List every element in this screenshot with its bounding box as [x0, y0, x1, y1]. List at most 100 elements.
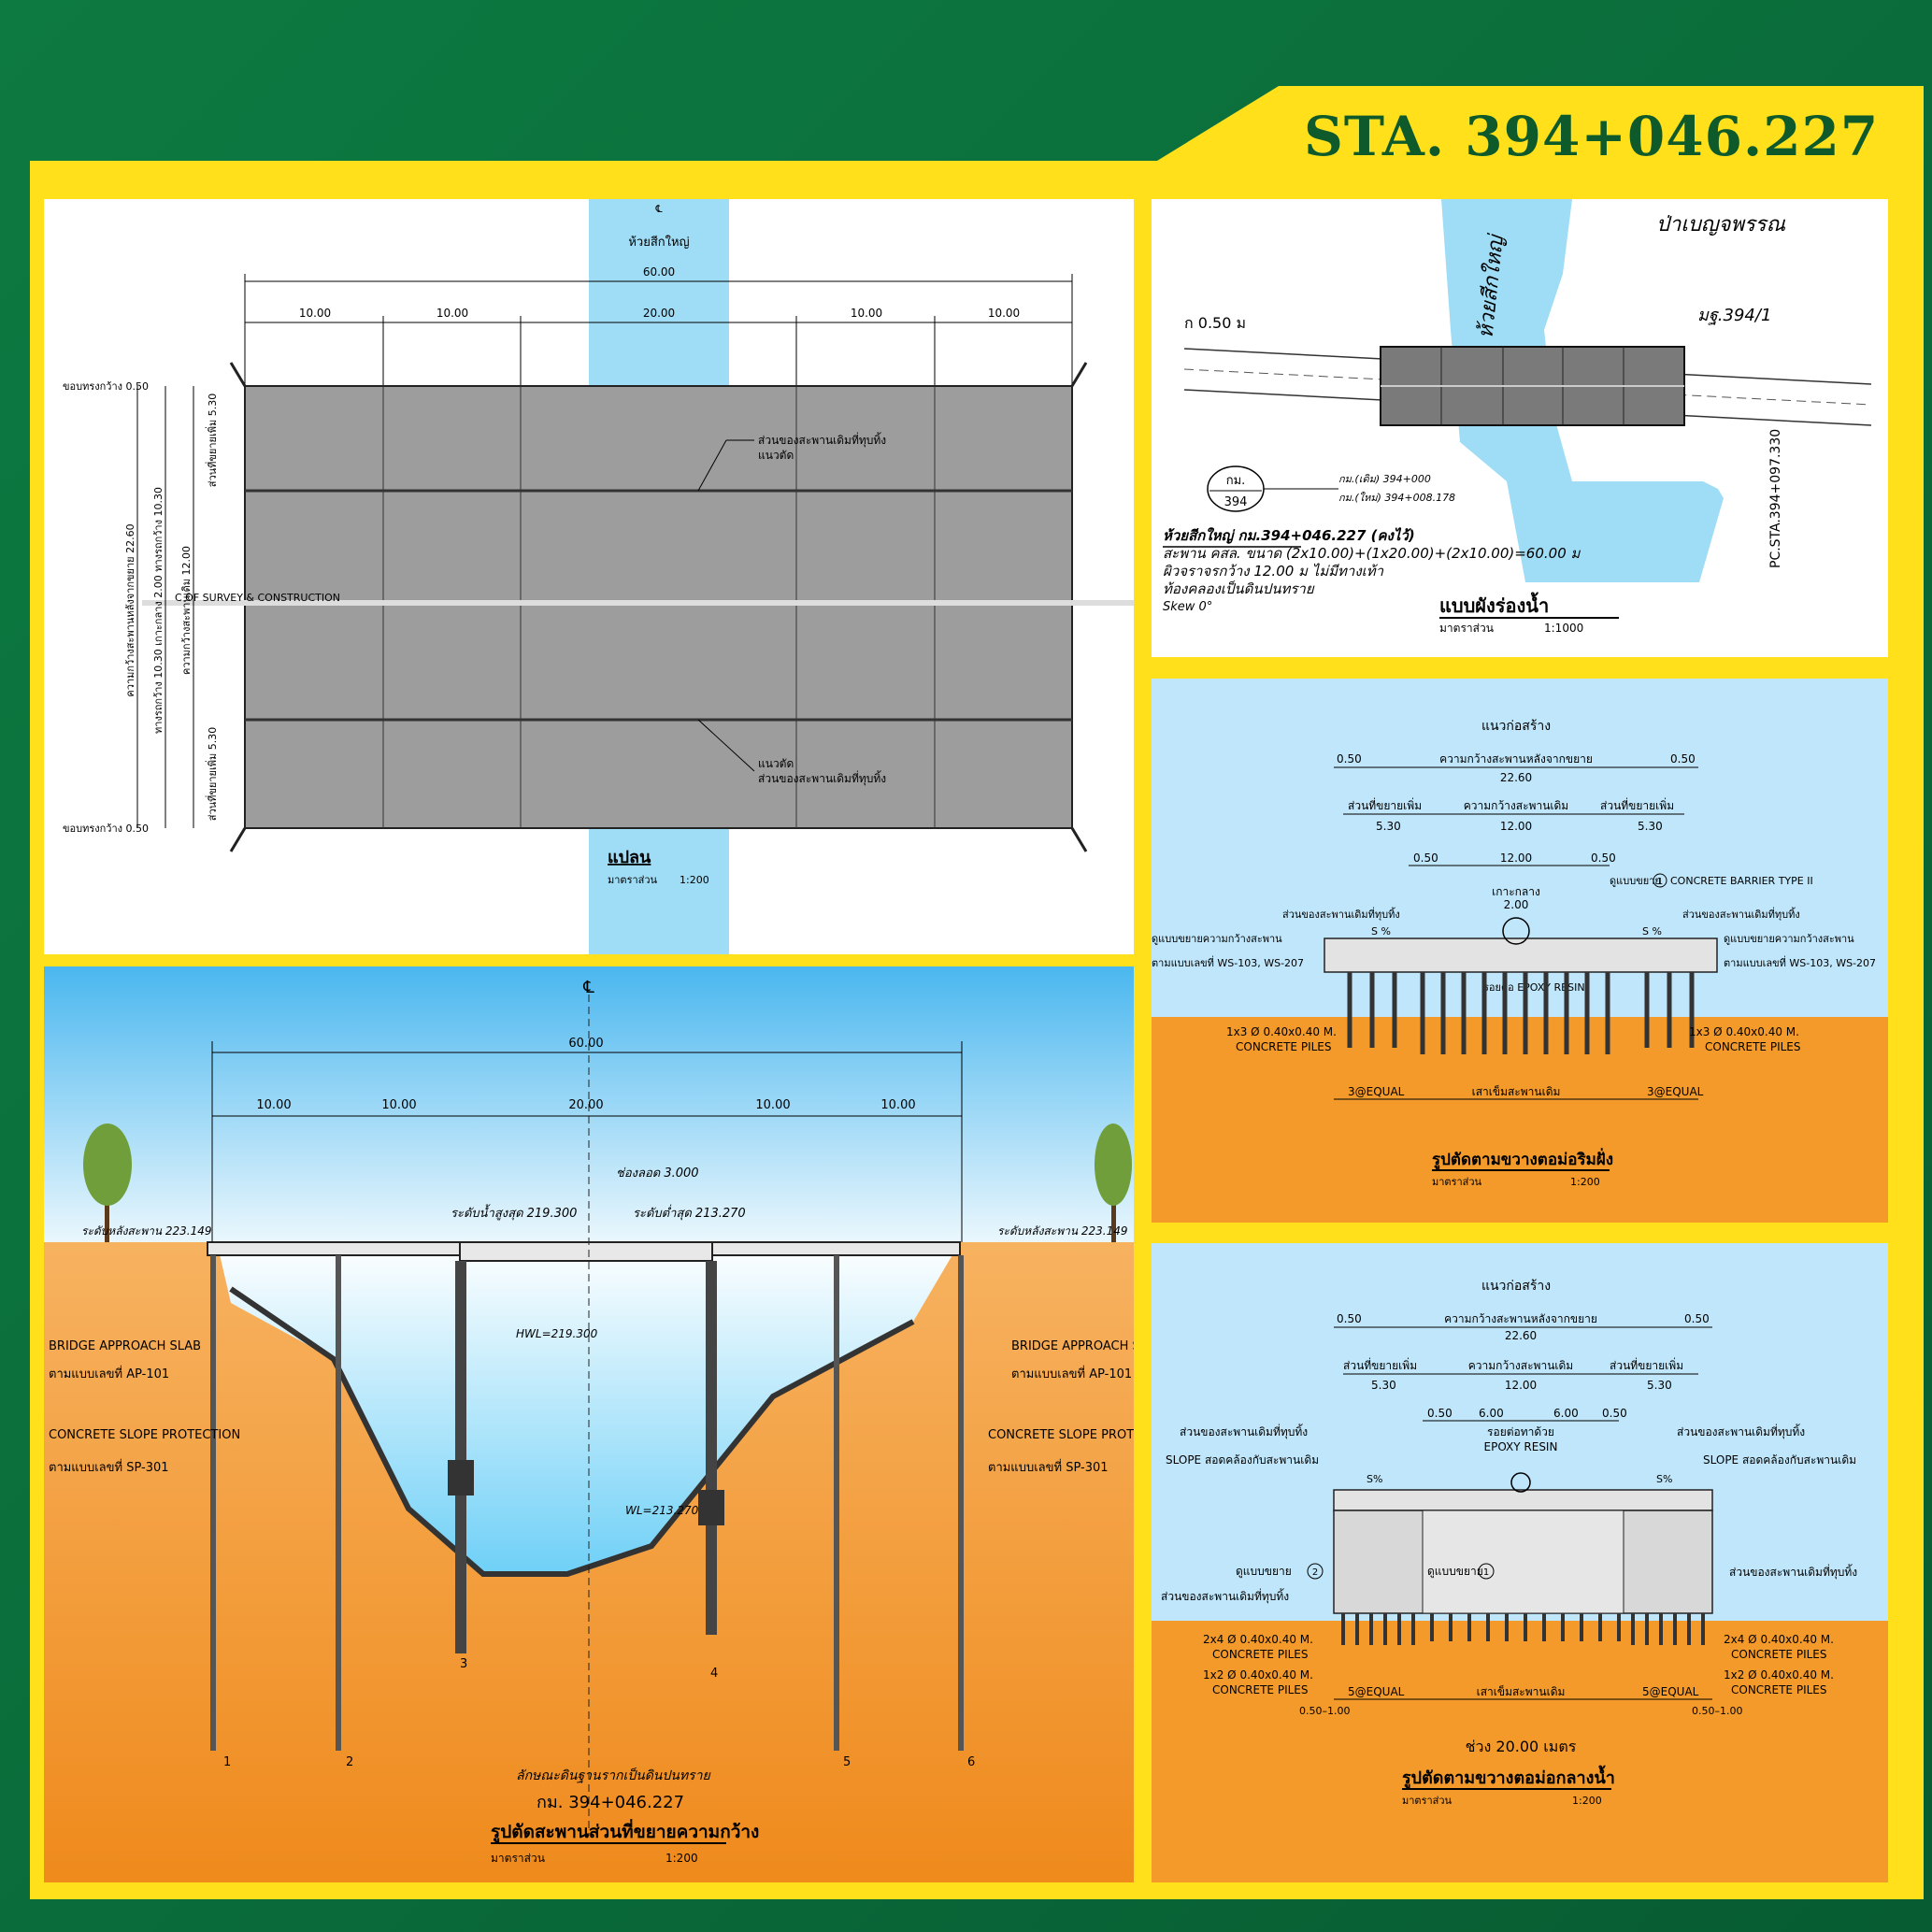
- profile-right-note-4: ตามแบบเลขที่ SP-301: [988, 1459, 1109, 1475]
- abut-dim-r2-5: ส่วนที่ขยายเพิ่ม: [1600, 797, 1674, 812]
- pier-dim-r2-6: 5.30: [1647, 1379, 1672, 1392]
- plan-left-label-2: ความกว้างสะพานหลังจากขยาย 22.60: [124, 523, 136, 696]
- pier-number-4: 4: [710, 1667, 718, 1681]
- site-scale-value: 1:1000: [1544, 622, 1583, 635]
- site-scale-label: มาตราส่วน: [1439, 622, 1494, 635]
- abut-scale-value: 1:200: [1570, 1176, 1600, 1188]
- profile-scale-value: 1:200: [665, 1852, 698, 1865]
- pier-piles-r1-1: 2x4 Ø 0.40x0.40 M.: [1724, 1633, 1834, 1646]
- plan-left-label-3: ทางรถกว้าง 10.30 เกาะกลาง 2.00 ทางรถกว้า…: [152, 487, 165, 734]
- pier-piles-l2-2: CONCRETE PILES: [1212, 1683, 1309, 1696]
- profile-left-note-2: ตามแบบเลขที่ AP-101: [49, 1366, 169, 1381]
- plan-callout-bottom-1: แนวตัด: [758, 757, 794, 770]
- abut-dim-r1-2: ความกว้างสะพานหลังจากขยาย: [1439, 752, 1593, 766]
- plan-left-label-7: ขอบทรงกว้าง 0.50: [63, 823, 149, 835]
- abutment-section-drawing: แนวก่อสร้าง 0.50 ความกว้างสะพานหลังจากขย…: [1152, 679, 1888, 1188]
- plan-dim-2: 10.00: [436, 307, 468, 320]
- site-km-old: กม.(เดิม) 394+000: [1338, 473, 1431, 485]
- plan-drawing: ℄ ห้วยสีกใหญ่ 60.00 10.00 10.00 20.00 10…: [63, 199, 1134, 954]
- profile-drawing: ℄ 60.00 10.00 10.00 20.00 10.00 10.00 ช่…: [44, 966, 1134, 1882]
- abut-centerline: แนวก่อสร้าง: [1481, 719, 1551, 734]
- pier-demolish-l: ส่วนของสะพานเดิมที่ทุบทิ้ง: [1180, 1424, 1308, 1439]
- site-marker: มฐ.394/1: [1697, 306, 1771, 325]
- abut-slope-2: S %: [1642, 925, 1662, 937]
- pier-piles-r2-2: CONCRETE PILES: [1731, 1683, 1827, 1696]
- abut-dim-r2-4: 12.00: [1500, 820, 1532, 833]
- abut-piles-r-2: CONCRETE PILES: [1705, 1040, 1801, 1053]
- pier-detail2: ดูแบบขยาย: [1236, 1565, 1292, 1579]
- abut-piles-l-2: CONCRETE PILES: [1236, 1040, 1332, 1053]
- site-desc-3: ผิวจราจรกว้าง 12.00 ม ไม่มีทางเท้า: [1163, 563, 1384, 580]
- abut-dim-r3-3: 0.50: [1591, 852, 1616, 865]
- abut-barrier-type: CONCRETE BARRIER TYPE II: [1670, 875, 1813, 887]
- pier-piles-r2-1: 1x2 Ø 0.40x0.40 M.: [1724, 1668, 1834, 1682]
- profile-hwl-mark: HWL=219.300: [516, 1327, 598, 1340]
- plan-scale-value: 1:200: [680, 874, 709, 886]
- pier-number-6: 6: [967, 1755, 975, 1769]
- abut-caption: รูปตัดตามขวางตอม่อริมฝั่ง: [1432, 1148, 1613, 1170]
- profile-soil-note: ลักษณะดินฐานรากเป็นดินปนทราย: [516, 1767, 710, 1783]
- abut-demolish-r: ส่วนของสะพานเดิมที่ทุบทิ้ง: [1682, 907, 1800, 921]
- abut-median: เกาะกลาง: [1492, 885, 1540, 898]
- tree-icon: [83, 1123, 132, 1206]
- profile-hwl-label: ระดับน้ำสูงสุด 219.300: [451, 1204, 577, 1221]
- pier-dim-r2-4: 12.00: [1505, 1379, 1537, 1392]
- profile-left-note-3: CONCRETE SLOPE PROTECTION: [49, 1428, 240, 1442]
- plan-dim-5: 10.00: [988, 307, 1020, 320]
- profile-right-note-2: ตามแบบเลขที่ AP-101: [1011, 1366, 1132, 1381]
- plan-survey-line: C OF SURVEY & CONSTRUCTION: [175, 592, 340, 604]
- profile-deck-left: ระดับหลังสะพาน 223.149: [81, 1224, 211, 1238]
- pier-piles-l1-2: CONCRETE PILES: [1212, 1648, 1309, 1661]
- pier-epoxy-1: รอยต่อทาด้วย: [1487, 1425, 1554, 1438]
- profile-dim-5: 10.00: [880, 1098, 915, 1112]
- profile-dim-2: 10.00: [381, 1098, 416, 1112]
- plan-centerline-label: ห้วยสีกใหญ่: [628, 235, 689, 250]
- site-drawing: ป่าเบญจพรรณ ห้วยสีกใหญ่ มฐ.394/1 ก 0.50 …: [1163, 199, 1872, 635]
- abut-piles-r-1: 1x3 Ø 0.40x0.40 M.: [1689, 1025, 1799, 1038]
- profile-left-note-1: BRIDGE APPROACH SLAB: [49, 1339, 201, 1353]
- abut-bottom-dim-2: เสาเข็มสะพานเดิม: [1472, 1084, 1561, 1098]
- pier-bottom-small-r: 0.50–1.00: [1692, 1705, 1742, 1717]
- pier-bottom-small-l: 0.50–1.00: [1299, 1705, 1350, 1717]
- pier-dim-r3-2: 6.00: [1479, 1407, 1504, 1420]
- abutment-section-panel: แนวก่อสร้าง 0.50 ความกว้างสะพานหลังจากขย…: [1152, 679, 1888, 1223]
- abut-demolish-l: ส่วนของสะพานเดิมที่ทุบทิ้ง: [1282, 907, 1400, 921]
- profile-dim-3: 20.00: [568, 1098, 603, 1112]
- plan-left-label-5: ส่วนที่ขยายเพิ่ม 5.30: [205, 394, 219, 488]
- abut-dim-r3-1: 0.50: [1413, 852, 1438, 865]
- abut-barrier-note: ดูแบบขยาย: [1610, 875, 1661, 887]
- pier-scale-value: 1:200: [1572, 1795, 1602, 1807]
- pier-dim-r1-4: 0.50: [1684, 1312, 1710, 1325]
- pier-slope-r: SLOPE สอดคล้องกับสะพานเดิม: [1703, 1453, 1856, 1467]
- abut-dim-r2-2: 5.30: [1376, 820, 1401, 833]
- pier-dim-r1-1: 0.50: [1337, 1312, 1362, 1325]
- pier-bottom-dim-3: 5@EQUAL: [1642, 1685, 1699, 1698]
- pier-demolish-l2: ส่วนของสะพานเดิมที่ทุบทิ้ง: [1161, 1588, 1289, 1604]
- pier-number-3: 3: [460, 1657, 467, 1671]
- pier-dim-r2-1: ส่วนที่ขยายเพิ่ม: [1343, 1357, 1417, 1372]
- abut-barrier-num: 1: [1657, 877, 1663, 887]
- abut-median-w: 2.00: [1504, 898, 1529, 911]
- pier-dim-r3-1: 0.50: [1427, 1407, 1453, 1420]
- pier-deck: [1333, 1489, 1713, 1511]
- plan-callout-top-2: แนวตัด: [758, 449, 794, 462]
- pier-detail2-num: 2: [1312, 1567, 1318, 1578]
- abut-widen-r-2: ตามแบบเลขที่ WS-103, WS-207: [1724, 955, 1876, 969]
- pier-piles-l2-1: 1x2 Ø 0.40x0.40 M.: [1203, 1668, 1313, 1682]
- abut-piles-l-1: 1x3 Ø 0.40x0.40 M.: [1226, 1025, 1337, 1038]
- site-village: ป่าเบญจพรรณ: [1656, 213, 1786, 236]
- abut-dim-r1-3: 22.60: [1500, 771, 1532, 784]
- pier-dim-r1-3: 22.60: [1505, 1329, 1537, 1342]
- pier-dim-r2-3: ความกว้างสะพานเดิม: [1468, 1359, 1573, 1372]
- plan-dim-4: 10.00: [851, 307, 882, 320]
- pier-caption: รูปตัดตามขวางตอม่อกลางน้ำ: [1402, 1765, 1615, 1789]
- abut-dim-r2-3: ความกว้างสะพานเดิม: [1464, 799, 1568, 812]
- pier-section-drawing: แนวก่อสร้าง 0.50 ความกว้างสะพานหลังจากขย…: [1152, 1243, 1888, 1807]
- profile-dim-total: 60.00: [568, 1037, 603, 1051]
- plan-left-label-4: ความกว้างสะพานเดิม 12.00: [180, 546, 193, 675]
- profile-dim-1: 10.00: [256, 1098, 291, 1112]
- pier-dim-r2-5: ส่วนที่ขยายเพิ่ม: [1610, 1357, 1683, 1372]
- pier-dim-r3-4: 0.50: [1602, 1407, 1627, 1420]
- plan-scale-label: มาตราส่วน: [608, 874, 658, 886]
- profile-lwl-label: ระดับต่ำสุด 213.270: [633, 1204, 746, 1221]
